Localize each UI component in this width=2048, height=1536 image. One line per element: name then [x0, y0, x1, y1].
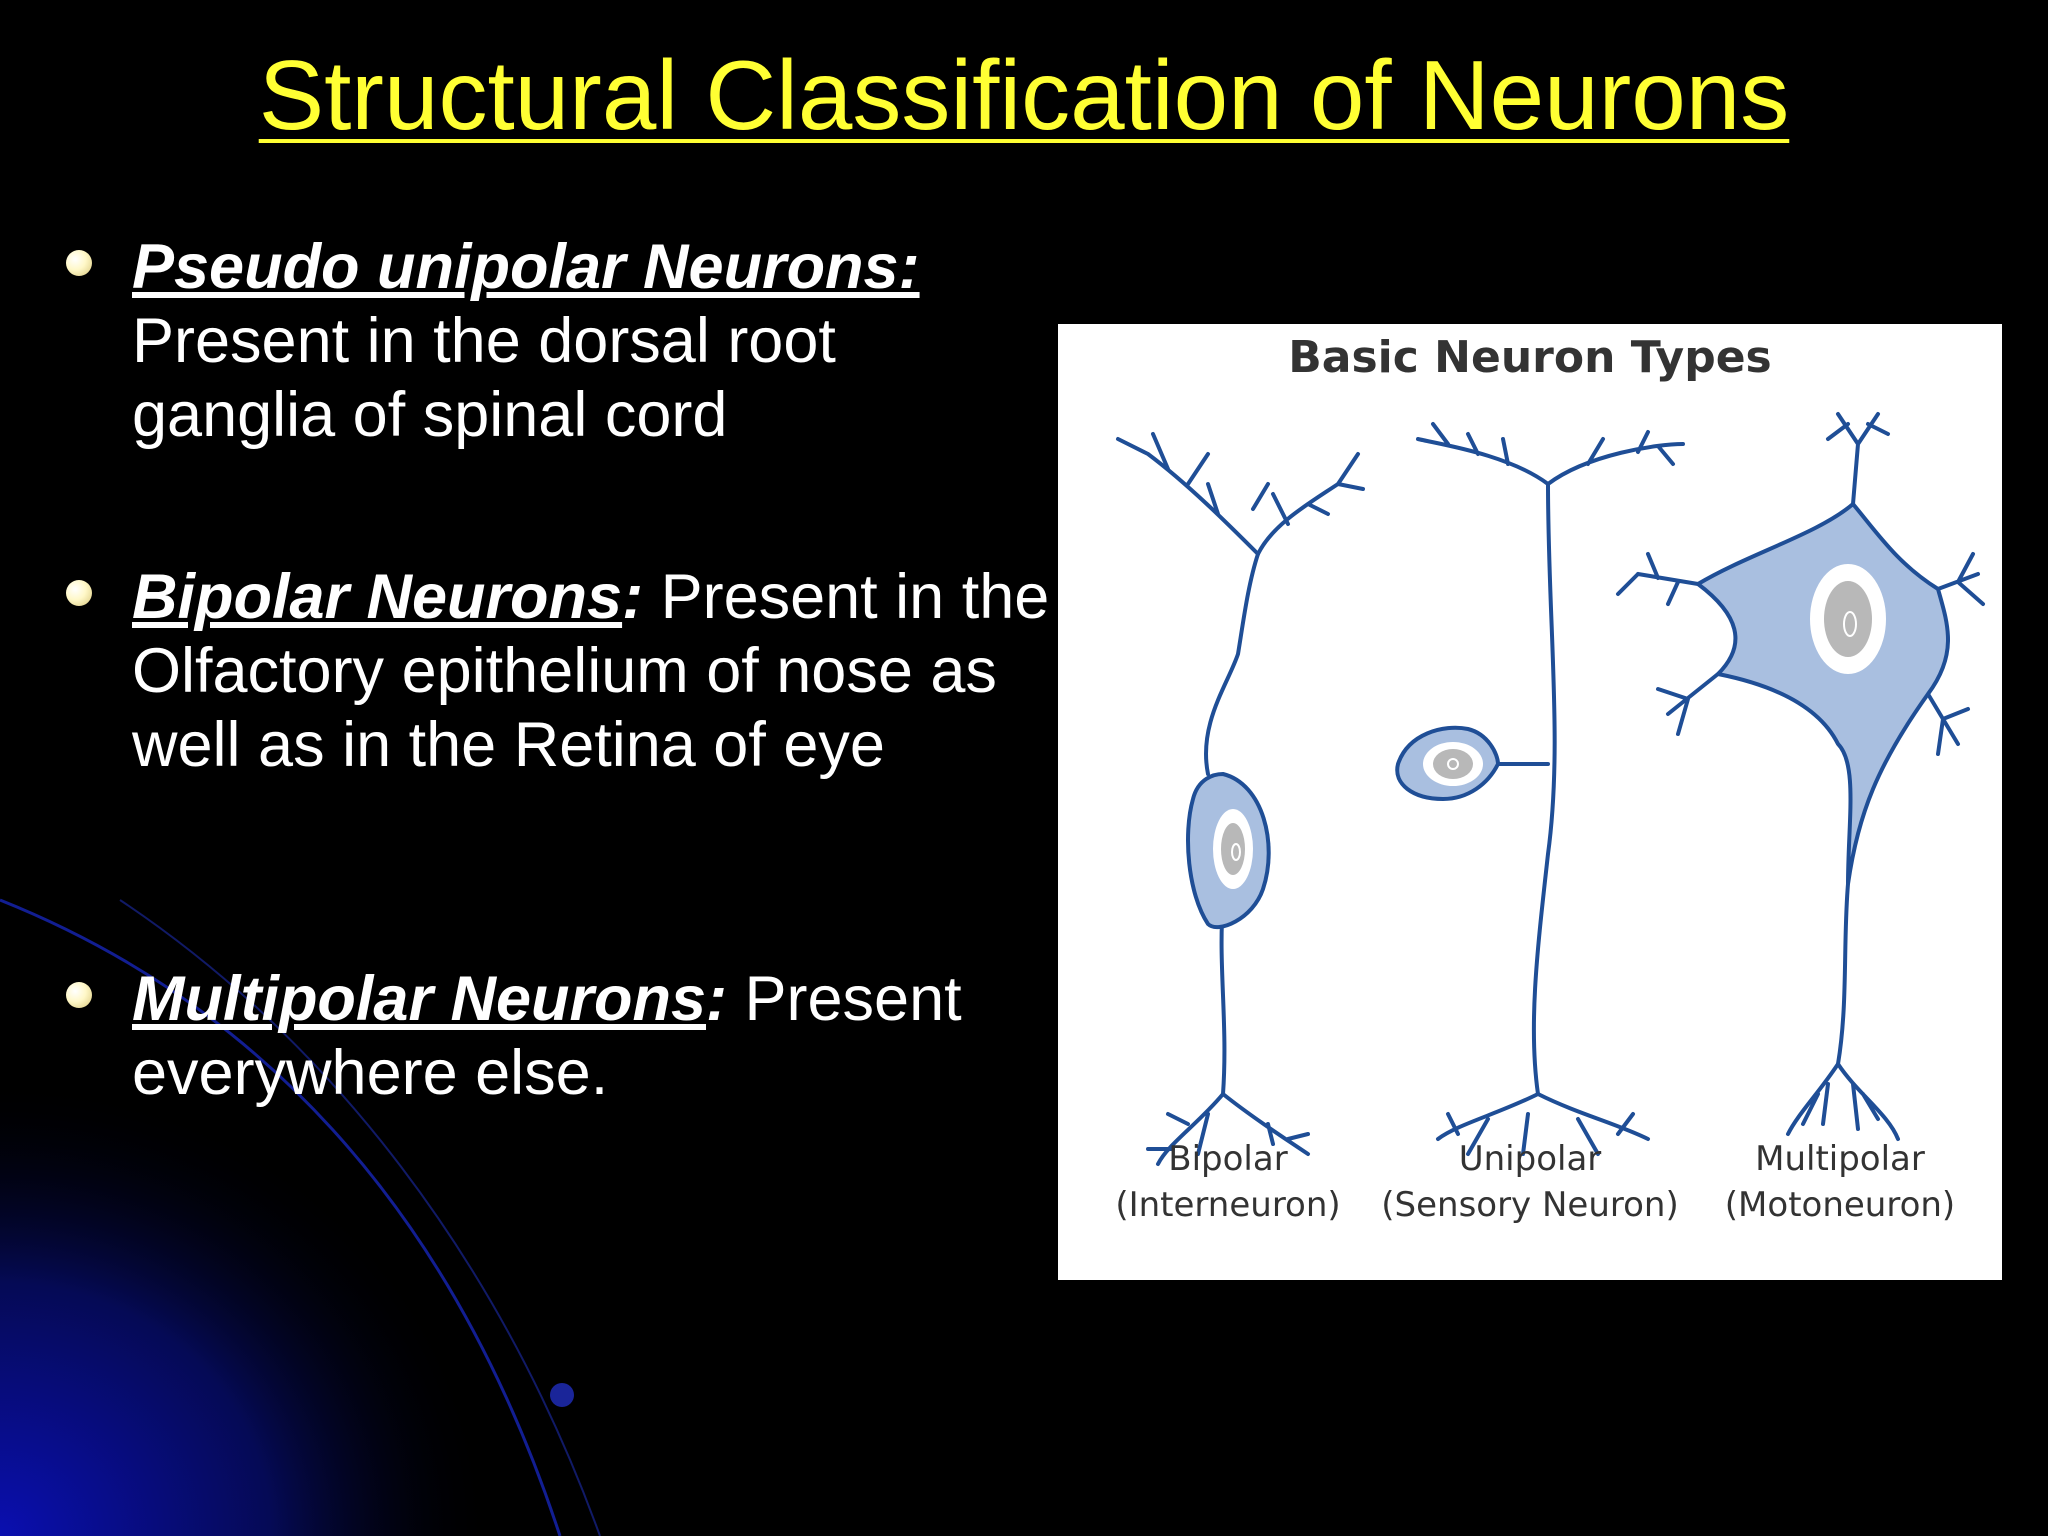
label-name: Unipolar	[1458, 1139, 1602, 1179]
neuron-diagram	[1116, 412, 1985, 1166]
label-name: Multipolar	[1755, 1139, 1925, 1179]
label-bipolar: Bipolar (Interneuron)	[1078, 1136, 1378, 1228]
multipolar-neuron	[1616, 412, 1985, 1141]
bipolar-neuron	[1116, 432, 1365, 1166]
bullet-colon: :	[706, 964, 727, 1034]
bullet-text: Present everywhere else.	[132, 964, 962, 1108]
label-role: (Interneuron)	[1115, 1185, 1341, 1225]
bullet-dot	[66, 982, 92, 1008]
label-role: (Sensory Neuron)	[1381, 1185, 1679, 1225]
bullet-text: Present in the Olfactory epithelium of n…	[132, 562, 1050, 780]
label-multipolar: Multipolar (Motoneuron)	[1690, 1136, 1990, 1228]
bullet-heading: Multipolar Neurons	[132, 964, 707, 1034]
neuron-types-figure: Basic Neuron Types Bipolar (Interneuron)…	[1058, 324, 2002, 1280]
figure-title: Basic Neuron Types	[1288, 332, 1772, 383]
bullet-multipolar: Multipolar Neurons: Present everywhere e…	[60, 962, 1112, 1110]
label-name: Bipolar	[1168, 1139, 1288, 1179]
label-role: (Motoneuron)	[1724, 1185, 1956, 1225]
label-unipolar: Unipolar (Sensory Neuron)	[1380, 1136, 1680, 1228]
bullet-colon: :	[622, 562, 644, 632]
slide-title: Structural Classification of Neurons	[258, 40, 1790, 150]
bullet-heading: Bipolar Neurons	[132, 562, 623, 632]
bullet-dot	[66, 250, 92, 276]
bullet-bipolar: Bipolar Neurons: Present in the Olfactor…	[60, 560, 1092, 782]
bullet-dot	[66, 580, 92, 606]
unipolar-neuron	[1395, 422, 1685, 1156]
bullet-pseudo-unipolar: Pseudo unipolar Neurons: Present in the …	[60, 230, 982, 452]
bullet-heading: Pseudo unipolar Neurons:	[132, 232, 920, 302]
bullet-text: Present in the dorsal root ganglia of sp…	[132, 306, 836, 450]
